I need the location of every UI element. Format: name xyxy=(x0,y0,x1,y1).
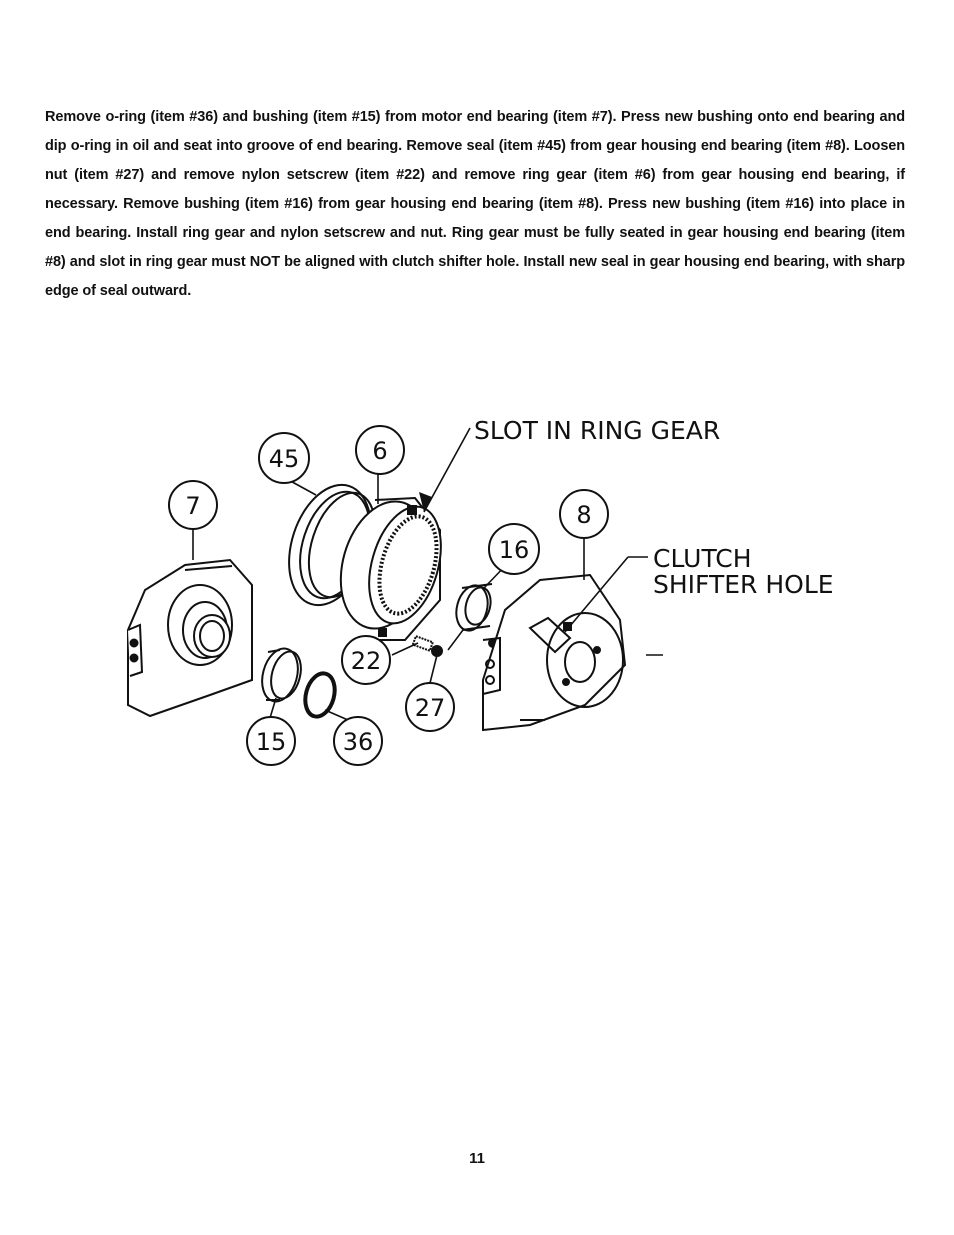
svg-text:36: 36 xyxy=(343,728,374,756)
svg-text:45: 45 xyxy=(269,445,300,473)
callout-6: 6 xyxy=(355,425,405,475)
exploded-parts-diagram: 7 45 6 8 16 22 27 15 xyxy=(127,416,834,766)
svg-text:22: 22 xyxy=(351,647,382,675)
o-ring-36-part xyxy=(303,671,337,719)
gear-housing-end-bearing-part xyxy=(482,573,627,732)
nylon-setscrew-part xyxy=(411,634,443,657)
shifter-hole-label: SHIFTER HOLE xyxy=(653,570,834,599)
callout-36: 36 xyxy=(333,716,383,766)
bushing-15-part xyxy=(261,647,302,703)
callout-27: 27 xyxy=(405,682,455,732)
motor-end-bearing-part xyxy=(127,558,253,718)
callout-16: 16 xyxy=(488,523,540,575)
svg-text:6: 6 xyxy=(372,437,387,465)
svg-text:27: 27 xyxy=(415,694,446,722)
callout-45: 45 xyxy=(258,432,310,484)
ring-gear-part xyxy=(339,496,442,641)
callout-7: 7 xyxy=(168,480,218,530)
svg-text:15: 15 xyxy=(256,728,287,756)
callout-22: 22 xyxy=(341,635,391,685)
page-number: 11 xyxy=(469,1150,485,1167)
svg-text:7: 7 xyxy=(185,492,200,520)
callout-15: 15 xyxy=(246,716,296,766)
svg-text:8: 8 xyxy=(576,501,591,529)
instruction-paragraph: Remove o-ring (item #36) and bushing (it… xyxy=(45,108,905,299)
clutch-label: CLUTCH xyxy=(653,544,752,573)
callout-8: 8 xyxy=(559,489,609,539)
slot-arrowhead xyxy=(419,492,432,512)
slot-in-ring-gear-label: SLOT IN RING GEAR xyxy=(474,416,720,445)
svg-text:16: 16 xyxy=(499,536,530,564)
